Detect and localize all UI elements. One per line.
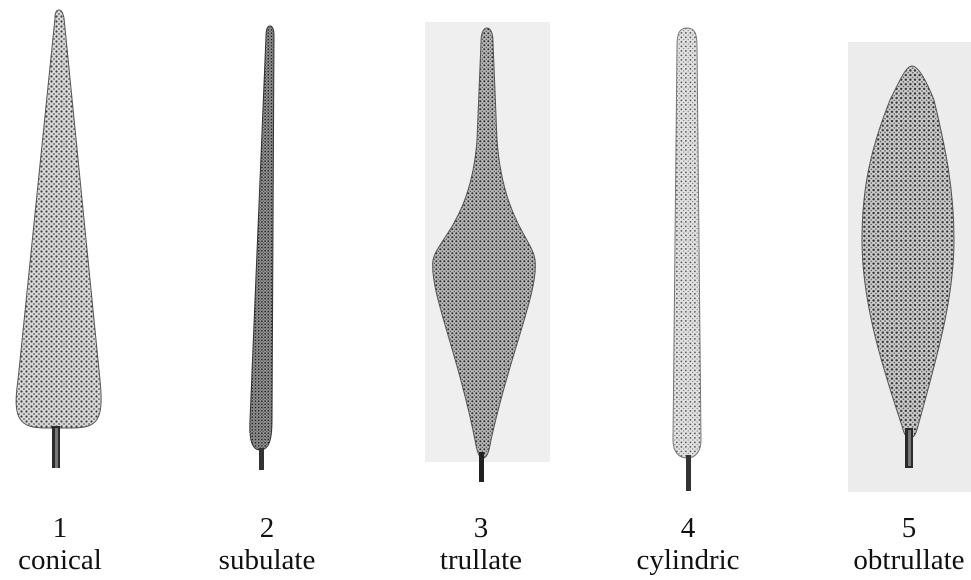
spike-number-5: 5 <box>829 513 971 543</box>
spike-name-1: conical <box>0 545 140 575</box>
spike-number-4: 4 <box>608 513 768 543</box>
conical-spike-drawing <box>0 0 120 500</box>
spike-number-1: 1 <box>0 513 140 543</box>
spike-name-4: cylindric <box>608 545 768 575</box>
spike-panel-2 <box>200 0 320 500</box>
subulate-spike-drawing <box>200 0 320 500</box>
spike-panel-4 <box>635 0 755 500</box>
spike-panel-1 <box>0 0 120 500</box>
obtrullate-spike-drawing <box>840 0 971 500</box>
spike-name-2: subulate <box>187 545 347 575</box>
cylindric-spike-drawing <box>635 0 755 500</box>
trullate-spike-drawing <box>415 0 555 500</box>
spike-panel-3 <box>415 0 555 500</box>
spike-panel-5 <box>840 0 971 500</box>
spike-number-2: 2 <box>187 513 347 543</box>
spike-name-5: obtrullate <box>829 545 971 575</box>
spike-number-3: 3 <box>401 513 561 543</box>
spike-name-3: trullate <box>401 545 561 575</box>
